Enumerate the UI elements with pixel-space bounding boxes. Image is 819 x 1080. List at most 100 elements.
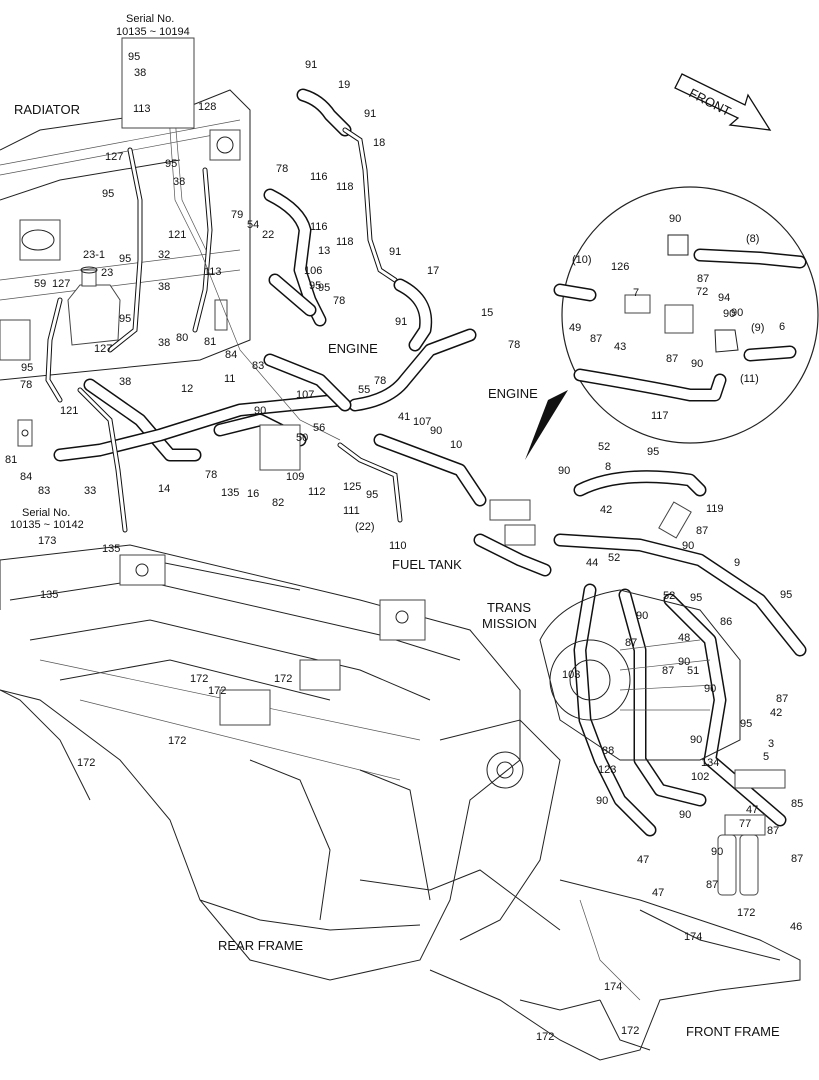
part-callout-label: 90 <box>691 358 703 370</box>
part-callout-label: 91 <box>364 108 376 120</box>
part-callout-label: 174 <box>684 931 702 943</box>
part-callout-label: 87 <box>706 879 718 891</box>
serial-note-label: Serial No. <box>126 13 174 25</box>
part-callout-label: (22) <box>355 521 375 533</box>
part-callout-label: 80 <box>176 332 188 344</box>
part-callout-label: 172 <box>737 907 755 919</box>
part-callout-label: 13 <box>318 245 330 257</box>
part-callout-label: 90 <box>678 656 690 668</box>
part-callout-label: 78 <box>508 339 520 351</box>
manifold-blocks <box>259 424 692 546</box>
part-callout-label: 95 <box>309 280 321 292</box>
part-callout-label: 95 <box>780 589 792 601</box>
part-callout-label: 118 <box>336 236 354 248</box>
part-callout-label: 117 <box>651 410 669 422</box>
title-engine-b: ENGINE <box>488 386 538 401</box>
part-callout-label: 17 <box>427 265 439 277</box>
part-callout-label: 118 <box>336 181 354 193</box>
part-callout-label: 95 <box>119 253 131 265</box>
part-callout-label: 106 <box>304 265 322 277</box>
part-callout-label: 81 <box>204 336 216 348</box>
part-callout-label: 38 <box>134 67 146 79</box>
part-callout-label: 78 <box>205 469 217 481</box>
part-callout-label: 7 <box>633 287 639 299</box>
part-callout-label: 95 <box>366 489 378 501</box>
transmission-hoses <box>473 470 807 837</box>
part-callout-label: 51 <box>687 665 699 677</box>
part-callout-label: 90 <box>596 795 608 807</box>
part-callout-label: 33 <box>84 485 96 497</box>
part-callout-label: 172 <box>190 673 208 685</box>
part-callout-label: 95 <box>128 51 140 63</box>
part-callout-label: 113 <box>204 266 222 278</box>
part-callout-label: 23 <box>101 267 113 279</box>
part-callout-label: 22 <box>262 229 274 241</box>
transmission-housing <box>539 589 741 761</box>
part-callout-label: 8 <box>605 461 611 473</box>
title-rear-frame: REAR FRAME <box>218 938 304 953</box>
part-callout-label: 23-1 <box>83 249 105 261</box>
part-callout-label: 18 <box>373 137 385 149</box>
title-engine-a: ENGINE <box>328 341 378 356</box>
part-callout-label: 90 <box>254 405 266 417</box>
part-callout-label: 42 <box>600 504 612 516</box>
front-frame-structure <box>429 879 801 1061</box>
part-callout-label: 32 <box>158 249 170 261</box>
part-callout-label: 14 <box>158 483 170 495</box>
part-callout-label: 127 <box>52 278 70 290</box>
section-titles: RADIATOR ENGINE ENGINE FUEL TANK TRANS M… <box>14 102 780 1039</box>
part-callout-label: 11 <box>224 373 235 385</box>
part-callout-label: 172 <box>274 673 292 685</box>
part-callout-label: 87 <box>767 825 779 837</box>
part-callout-label: 52 <box>663 590 675 602</box>
part-callout-label: 41 <box>398 411 410 423</box>
part-callout-label: 109 <box>286 471 304 483</box>
part-callout-label: 172 <box>168 735 186 747</box>
part-callout-label: 47 <box>746 804 758 816</box>
part-callout-label: 126 <box>611 261 629 273</box>
part-callout-label: 90 <box>731 307 743 319</box>
part-callout-label: 107 <box>296 389 314 401</box>
title-front-frame: FRONT FRAME <box>686 1024 780 1039</box>
part-callout-label: 90 <box>679 809 691 821</box>
reservoir-tank <box>67 266 121 346</box>
part-callout-label: 84 <box>20 471 32 483</box>
part-callout-label: 78 <box>276 163 288 175</box>
part-callout-label: 52 <box>608 552 620 564</box>
part-callout-label: 43 <box>614 341 626 353</box>
part-callout-label: 172 <box>208 685 226 697</box>
front-arrow: FRONT <box>674 73 772 131</box>
serial-notes: Serial No. 10135 ~ 10194 Serial No. 1013… <box>10 13 190 531</box>
part-callout-label: 42 <box>770 707 782 719</box>
part-callout-label: 38 <box>173 176 185 188</box>
title-trans: TRANS <box>487 600 531 615</box>
part-callout-label: 95 <box>119 313 131 325</box>
part-callout-label: 95 <box>647 446 659 458</box>
part-callout-label: 90 <box>682 540 694 552</box>
part-callout-label: (10) <box>572 254 592 266</box>
radiator-assembly <box>0 89 251 447</box>
part-callout-label: 87 <box>590 333 602 345</box>
part-callout-label: 95 <box>102 188 114 200</box>
part-callout-label: 90 <box>430 425 442 437</box>
part-callout-label: 87 <box>697 273 709 285</box>
part-callout-label: 110 <box>389 540 407 552</box>
part-callout-label: 3 <box>768 738 774 750</box>
part-callout-label: 135 <box>40 589 58 601</box>
part-callout-label: 111 <box>343 505 360 517</box>
part-callout-label: 95 <box>690 592 702 604</box>
part-callout-label: 113 <box>133 103 151 115</box>
part-callout-label: 82 <box>272 497 284 509</box>
part-callout-label: 174 <box>604 981 622 993</box>
part-callout-label: 44 <box>586 557 598 569</box>
part-callout-label: 90 <box>704 683 716 695</box>
part-callout-label: 91 <box>389 246 401 258</box>
part-callout-label: 49 <box>569 322 581 334</box>
part-callout-label: 91 <box>305 59 317 71</box>
part-callout-label: 90 <box>669 213 681 225</box>
part-callout-label: 54 <box>247 219 259 231</box>
part-callout-label: 102 <box>691 771 709 783</box>
part-callout-label: 95 <box>740 718 752 730</box>
part-callout-label: 78 <box>374 375 386 387</box>
